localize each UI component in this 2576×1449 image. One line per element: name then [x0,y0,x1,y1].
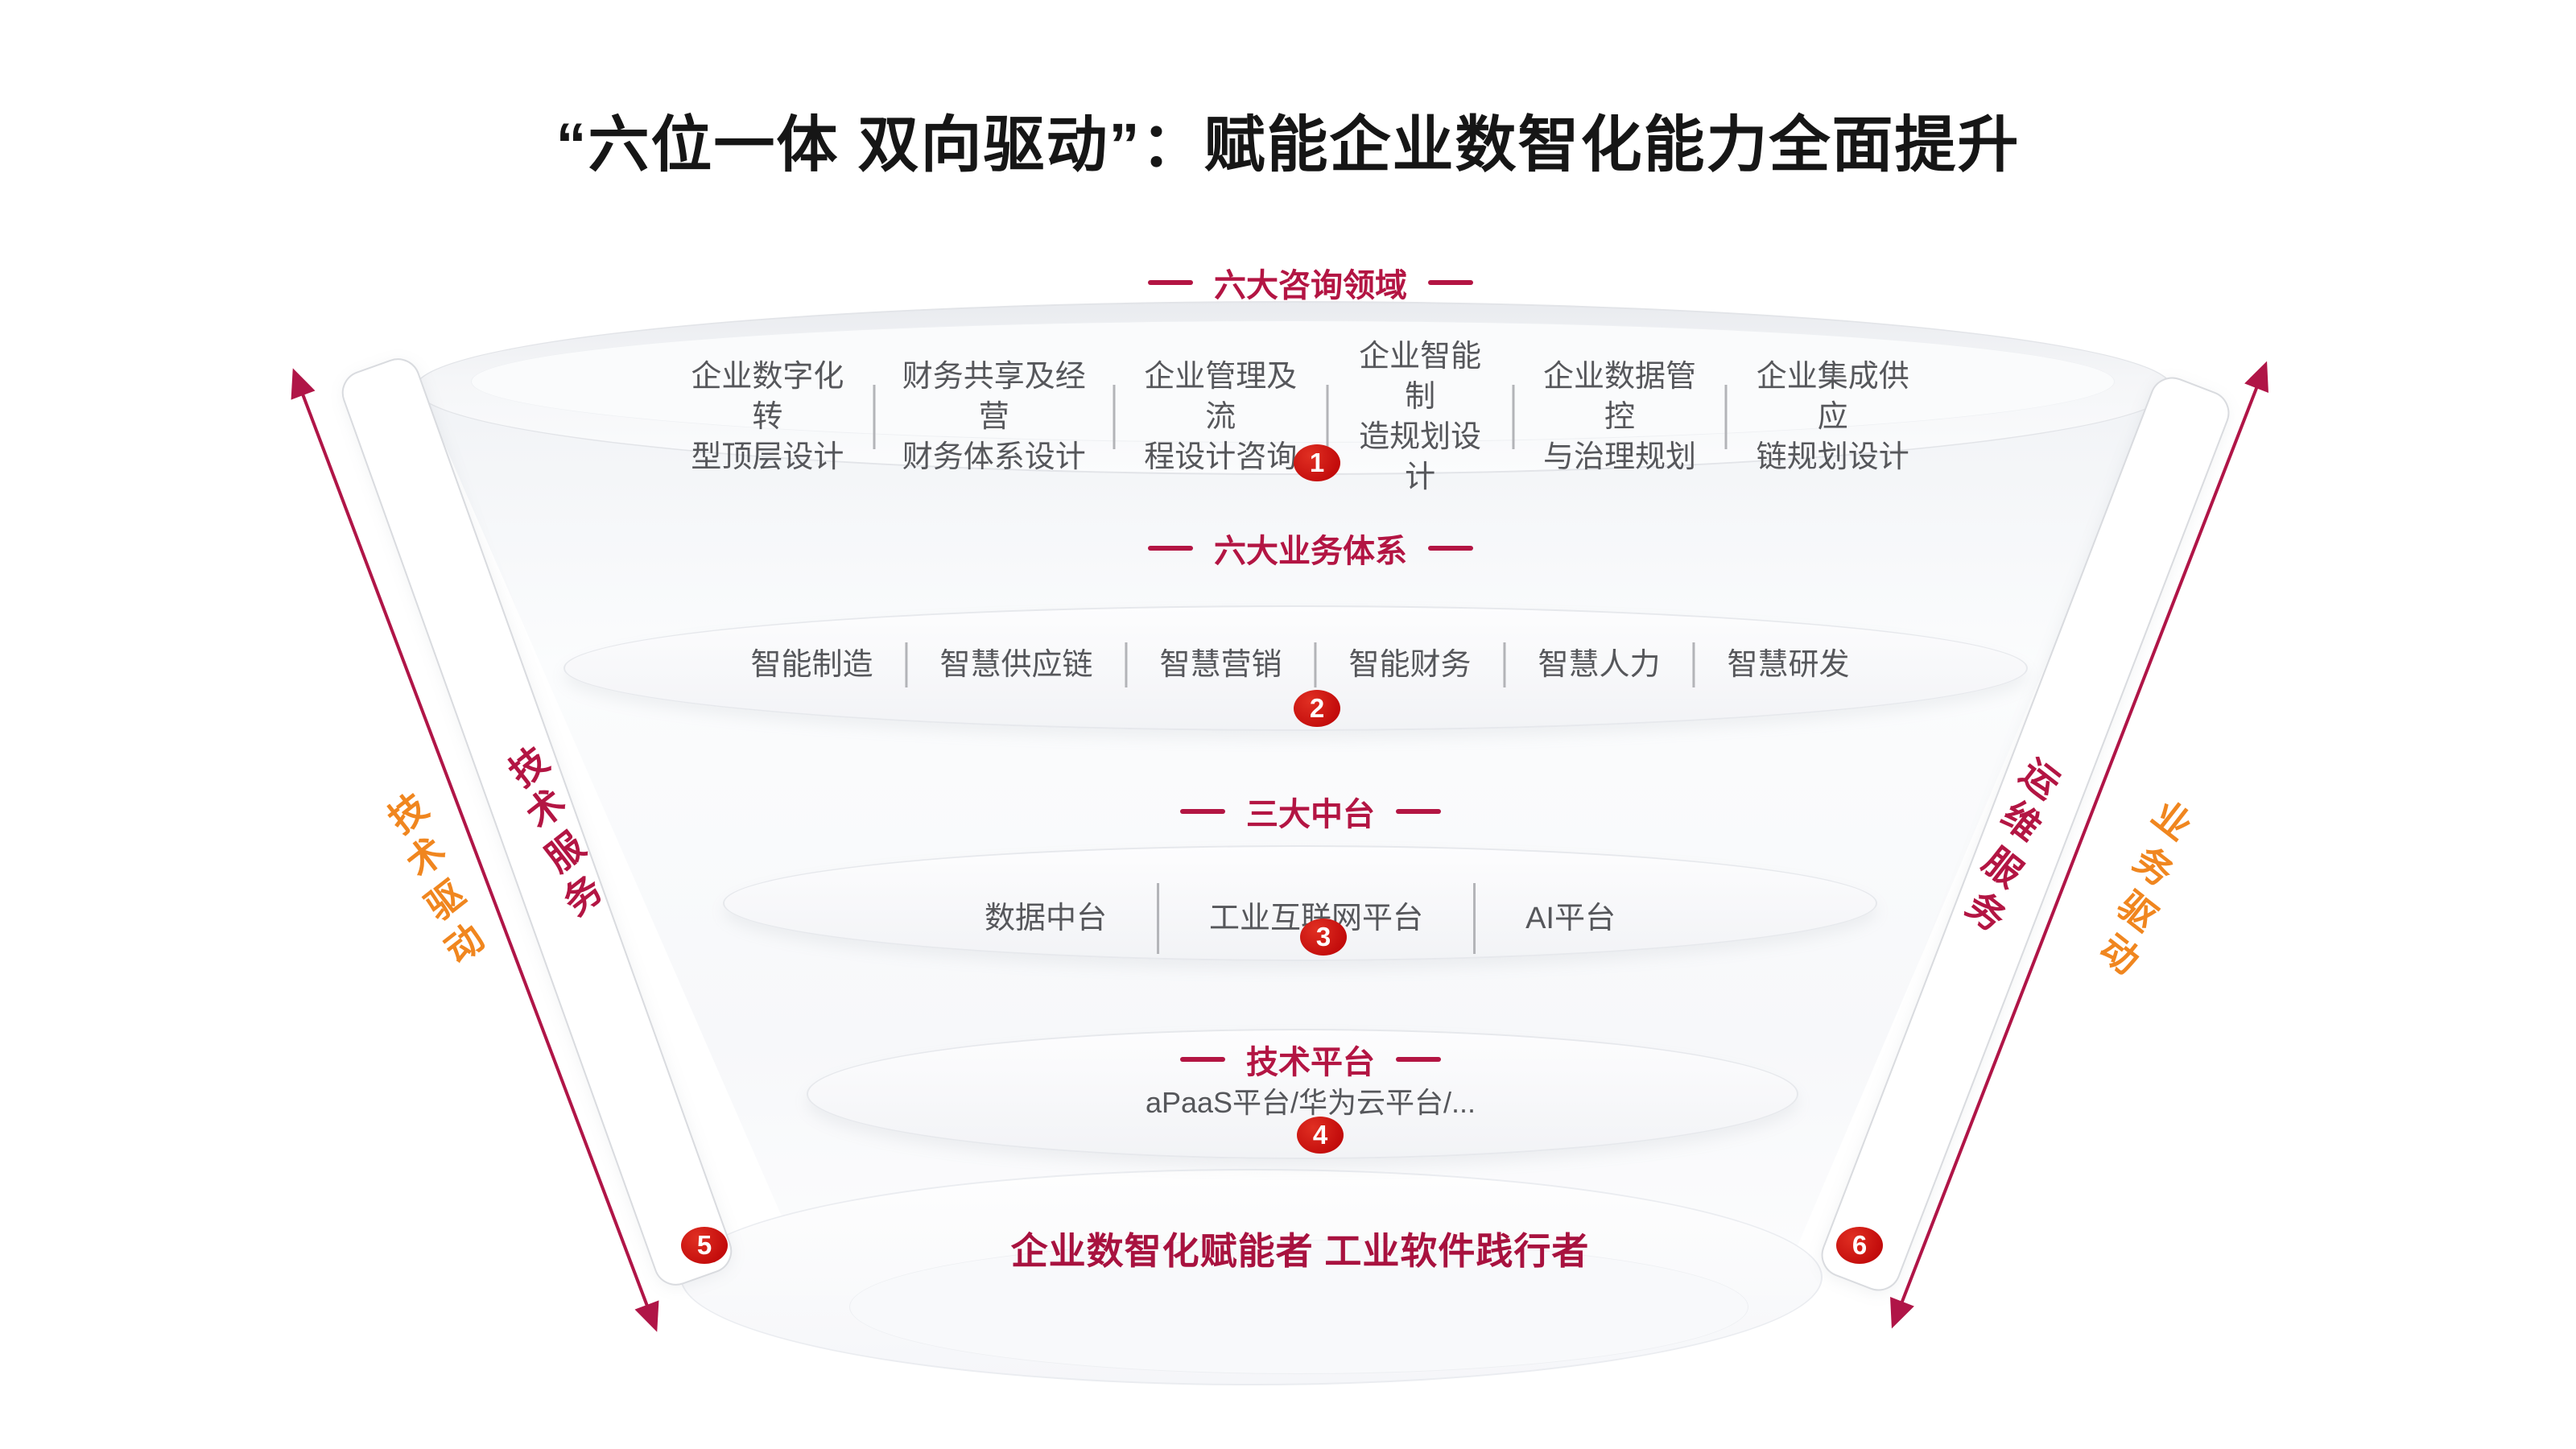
consulting-item: 企业智能制 造规划设计 [1359,340,1482,495]
business-item: 智慧营销 [1159,647,1282,682]
divider [873,385,876,450]
badge-3: 3 [1300,919,1347,956]
consulting-items-row: 企业数字化转 型顶层设计 财务共享及经营 财务体系设计 企业管理及流 程设计咨询… [663,336,1938,498]
bottom-tagline: 企业数智化赋能者 工业软件践行者 [1010,1230,1590,1272]
platform-item: AI平台 [1525,901,1616,935]
section-heading-business: 六大业务体系 [1127,525,1494,572]
funnel-plate-middle-platform [723,845,1877,961]
divider [905,642,908,687]
dash-line [1148,280,1193,285]
funnel-base-dish-inner [849,1240,1748,1374]
divider [1125,642,1128,687]
consulting-item: 企业数据管控 与治理规划 [1543,360,1697,475]
divider [1113,385,1116,450]
badge-5: 5 [681,1227,728,1264]
section-heading-label: 六大咨询领域 [1214,268,1407,303]
badge-1: 1 [1294,444,1340,481]
diagram-title: “六位一体 双向驱动”：赋能企业数智化能力全面提升 [555,111,2021,180]
business-item: 智能制造 [750,647,873,682]
funnel-plate-tech-platform [807,1029,1798,1159]
divider [1473,883,1476,954]
consulting-item: 企业数字化转 型顶层设计 [691,360,844,475]
divider [1724,385,1728,450]
consulting-item: 财务共享及经营 财务体系设计 [902,360,1086,475]
dash-line [1396,1057,1441,1062]
divider [1326,385,1329,450]
divider [1314,642,1317,687]
platform-items-row: 数据中台 工业互联网平台 AI平台 [935,883,1666,954]
business-item: 智慧供应链 [939,647,1093,682]
platform-item: 数据中台 [985,901,1108,935]
business-item: 智慧研发 [1727,647,1850,682]
business-item: 智能财务 [1348,647,1472,682]
section-heading-middle-platform: 三大中台 [1159,788,1462,835]
badge-6: 6 [1836,1227,1883,1264]
consulting-item: 企业管理及流 程设计咨询 [1144,360,1298,475]
dash-line [1180,1057,1225,1062]
dash-line [1428,546,1473,551]
section-heading-label: 三大中台 [1246,797,1375,832]
dash-line [1428,280,1473,285]
section-heading-label: 六大业务体系 [1214,534,1407,569]
business-items-row: 智能制造 智慧供应链 智慧营销 智能财务 智慧人力 智慧研发 [718,642,1881,687]
section-heading-consulting: 六大咨询领域 [1127,259,1494,306]
section-heading-tech-platform: 技术平台 [1159,1036,1462,1083]
dash-line [1180,809,1225,814]
divider [1503,642,1506,687]
dash-line [1148,546,1193,551]
funnel-top-rim-inner [471,320,2115,443]
consulting-item: 企业集成供应 链规划设计 [1756,360,1909,475]
badge-4: 4 [1297,1117,1344,1154]
divider [1692,642,1695,687]
business-item: 智慧人力 [1538,647,1661,682]
section-heading-label: 技术平台 [1246,1045,1375,1080]
divider [1157,883,1160,954]
dash-line [1396,809,1441,814]
tech-platform-item: aPaaS平台/华为云平台/... [1145,1086,1476,1119]
divider [1512,385,1515,450]
badge-2: 2 [1294,690,1340,727]
